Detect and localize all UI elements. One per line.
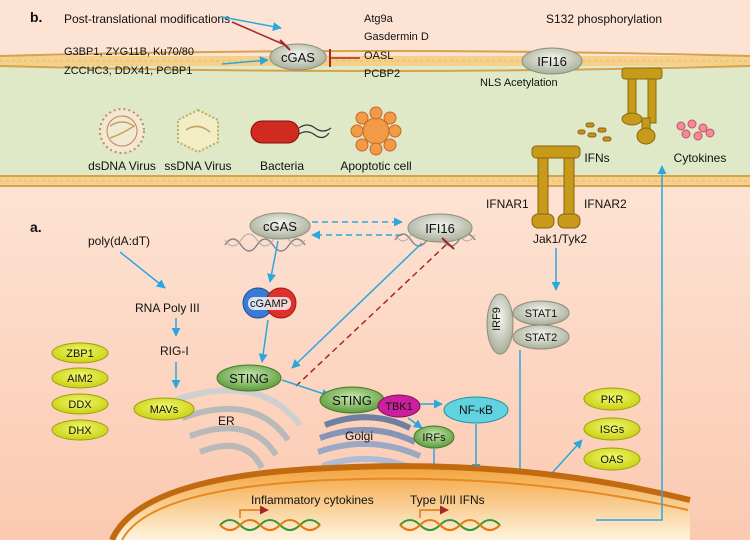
stat1-label: STAT1 xyxy=(525,308,558,320)
ptm-inhibit xyxy=(231,21,286,46)
isg-oas-label: OAS xyxy=(600,454,623,466)
ifns-label: IFNs xyxy=(584,151,609,165)
er-label: ER xyxy=(218,414,235,428)
transcription-arrow-left xyxy=(239,505,269,518)
bacteria-label: Bacteria xyxy=(260,159,304,173)
cgamp-label: cGAMP xyxy=(250,298,288,310)
cgas-node-b xyxy=(269,43,327,71)
sensor-dhx-label: DHX xyxy=(68,425,92,437)
irf9-node xyxy=(486,293,514,355)
activators-arrow xyxy=(221,56,269,66)
arrow-cgamp-sting xyxy=(258,319,269,363)
dna-helix-right xyxy=(399,519,501,531)
sensor-aim2-label: AIM2 xyxy=(67,373,93,385)
nfkb-node xyxy=(443,396,509,424)
inhibitor-1: Atg9a xyxy=(364,13,394,25)
sensor-ddx-label: DDX xyxy=(68,399,92,411)
inhibitor-3: OASL xyxy=(364,50,393,62)
cytokine-receptor xyxy=(621,67,663,145)
apoptotic-label: Apoptotic cell xyxy=(340,159,411,173)
ifi16-node-a xyxy=(407,213,473,243)
mavs-node xyxy=(133,397,195,421)
sting-er-label: STING xyxy=(229,371,269,386)
s132-label: S132 phosphorylation xyxy=(546,12,662,26)
golgi-structure xyxy=(317,414,422,473)
sensor-zbp1 xyxy=(51,342,109,364)
arrow-cgas-cgamp xyxy=(267,240,279,283)
er-structure xyxy=(174,387,303,470)
arrow-nucleus-cytokines xyxy=(596,165,667,521)
apoptotic-cell-icon xyxy=(350,106,402,156)
arrow-sting-golgi xyxy=(281,379,331,398)
isg-list: PKR ISGs OAS xyxy=(583,387,641,471)
ifnar2-label: IFNAR2 xyxy=(584,197,627,211)
ifns-icon xyxy=(577,122,612,142)
panel-a-label: a. xyxy=(30,219,42,235)
rigi-label: RIG-I xyxy=(160,344,189,358)
ifnar-receptor xyxy=(531,145,581,229)
cgas-label-b: cGAS xyxy=(281,50,315,65)
cytokines-label: Cytokines xyxy=(674,151,727,165)
ssdna-virus-icon xyxy=(177,108,219,154)
isg-pkr xyxy=(583,387,641,411)
sensor-zbp1-label: ZBP1 xyxy=(66,348,94,360)
tbk1-node xyxy=(377,394,421,418)
sensor-aim2 xyxy=(51,367,109,389)
transcription-arrow-right xyxy=(419,505,449,518)
tbk1-label: TBK1 xyxy=(385,401,413,413)
sting-er-node xyxy=(216,364,282,392)
ssdna-label: ssDNA Virus xyxy=(164,159,231,173)
isg-pkr-label: PKR xyxy=(601,394,624,406)
arrow-tbk1-irfs xyxy=(407,417,423,429)
dsdna-label: dsDNA Virus xyxy=(88,159,156,173)
sensor-dhx xyxy=(51,419,109,441)
panel-b-label: b. xyxy=(30,9,42,25)
inhibitor-4: PCBP2 xyxy=(364,68,400,80)
jak-label: Jak1/Tyk2 xyxy=(533,232,587,246)
dsdna-virus-icon xyxy=(99,108,145,154)
stat2-node xyxy=(512,324,570,350)
isg-isgs-label: ISGs xyxy=(600,424,625,436)
ifnar1-label: IFNAR1 xyxy=(486,197,529,211)
inhibit-sting-ifi16-bar xyxy=(441,237,455,250)
golgi-label: Golgi xyxy=(345,429,373,443)
irfs-label: IRFs xyxy=(422,432,446,444)
cytokines-icon xyxy=(676,119,715,141)
dna-helix-left xyxy=(219,519,321,531)
dna-strand-cgas xyxy=(224,238,306,252)
ptm-arrow xyxy=(221,16,282,31)
sting-golgi-label: STING xyxy=(332,393,372,408)
ptm-inhibit-bar xyxy=(279,39,291,51)
ifi16-node-b xyxy=(521,47,583,75)
sensor-list: ZBP1 AIM2 DDX DHX xyxy=(51,342,109,441)
polydadt-label: poly(dA:dT) xyxy=(88,234,150,248)
activators-line-1: G3BP1, ZYG11B, Ku70/80 xyxy=(64,46,194,58)
cgas-node-a xyxy=(249,212,311,240)
irfs-node xyxy=(413,425,455,449)
sensor-ddx xyxy=(51,393,109,415)
nls-label: NLS Acetylation xyxy=(480,77,558,89)
rnapol-label: RNA Poly III xyxy=(135,301,200,315)
isg-isgs xyxy=(583,417,641,441)
mavs-label: MAVs xyxy=(150,404,179,416)
nfkb-label: NF-κB xyxy=(459,403,493,417)
inhibit-sting-ifi16 xyxy=(295,242,449,387)
lower-membrane xyxy=(0,175,750,187)
arrow-ifi16-sting xyxy=(291,242,423,369)
ifi16-label-a: IFI16 xyxy=(425,221,455,236)
stat2-label: STAT2 xyxy=(525,332,558,344)
ifi16-label-b: IFI16 xyxy=(537,54,567,69)
arrow-polydadt-rnapol xyxy=(119,251,166,289)
bacteria-icon xyxy=(250,120,332,144)
inhibitor-2: Gasdermin D xyxy=(364,31,429,43)
typeifn-label: Type I/III IFNs xyxy=(410,493,485,507)
activators-line-2: ZCCHC3, DDX41, PCBP1 xyxy=(64,65,192,77)
ptm-label: Post-translational modifications xyxy=(64,12,230,26)
cgas-label-a: cGAS xyxy=(263,219,297,234)
inflammatory-label: Inflammatory cytokines xyxy=(251,493,374,507)
isg-oas xyxy=(583,447,641,471)
irf9-label: IRF9 xyxy=(491,307,503,331)
